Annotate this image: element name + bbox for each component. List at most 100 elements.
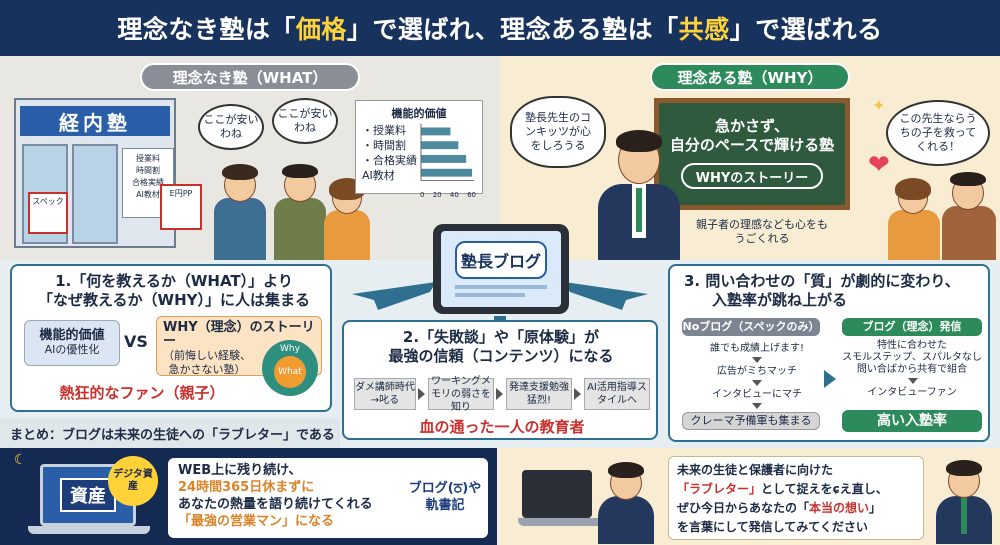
title-part-2: 」で選ばれ、理念ある塾は「 xyxy=(346,15,679,44)
laptop-screen-right xyxy=(522,470,592,518)
speech-bubble-left-1: ここが安いわね xyxy=(198,104,264,150)
asset-message-line: WEB上に残り続け、 xyxy=(178,463,302,478)
blackboard-line: 急かさず、 xyxy=(715,117,789,135)
no-blog-item: 広告がミちマッチ xyxy=(717,366,797,377)
title-highlight-empathy: 共感 xyxy=(678,15,730,44)
parent-right-2-hair xyxy=(950,172,986,186)
bar-schedule xyxy=(420,141,459,150)
blog-item: 問い合ばから共有で組合 xyxy=(856,364,968,375)
tick-label: 0 xyxy=(420,191,425,199)
section-3-title: 3. 問い合わせの「質」が劇的に変わり、 入塾率が跳ね上がる xyxy=(684,272,984,310)
asset-message-line: 「最強の営業マン」になる xyxy=(178,514,335,529)
blog-item: スモルステップ、スパルタなし xyxy=(842,352,982,363)
speech-bubble-teacher: 塾長先生のコンキッツが心をしろうる xyxy=(510,96,606,168)
parent-3-body xyxy=(324,210,370,262)
speech-bubble-text: ここが安いわね xyxy=(203,113,259,140)
love-letter-message: 未来の生徒と保護者に向けた 「ラブレター」として捉えをɕえ直し、 ぜひ今日からあ… xyxy=(668,456,924,540)
section-2-card: 2.「失敗談」や「原体験」が 最強の信頼（コンテンツ）になる ダメ講師時代→叱る… xyxy=(342,320,658,440)
title-highlight-price: 価格 xyxy=(295,15,347,44)
writer-figure xyxy=(518,454,658,544)
blog-side-note: ブログ(ਠ)や 軌書記 xyxy=(408,480,482,514)
bottom-right-panel: 未来の生徒と保護者に向けた 「ラブレター」として捉えをɕえ直し、 ぜひ今日からあ… xyxy=(500,448,1000,545)
love-letter-line: ぜひ今日からあなたの「 xyxy=(677,501,810,515)
down-arrow-icon xyxy=(752,403,762,409)
parent-1-body xyxy=(214,198,266,260)
section-2-title: 2.「失敗談」や「原体験」が 最強の信頼（コンテンツ）になる xyxy=(356,328,646,366)
poster-line: 時間割 xyxy=(136,166,160,175)
blog-label: 塾長ブログ xyxy=(455,241,547,279)
shop-window-right xyxy=(72,144,118,244)
asset-message-line: 24時間365日休まずに xyxy=(178,480,315,495)
functional-value-title: 機能的価値 xyxy=(391,107,447,120)
speech-bubble-parent-right: この先生ならうちの子を救ってくれる！ xyxy=(886,100,990,166)
right-caption: 親子者の理感なども心をもうごくれる xyxy=(696,218,828,245)
tablet-device: 塾長ブログ xyxy=(433,224,569,314)
down-arrow-icon xyxy=(752,357,762,363)
step-arrow-icon xyxy=(496,388,503,400)
why-circle-label: Why xyxy=(280,344,300,354)
no-blog-column: Noブログ（スペックのみ） 誰でも成績上げます! 広告がミちマッチ インタビュー… xyxy=(676,318,826,438)
section-3-title-line: 3. 問い合わせの「質」が劇的に変わり、 xyxy=(684,272,960,290)
love-letter-line: 」 xyxy=(869,501,882,515)
presenter-figure xyxy=(932,454,996,544)
section-2-result: 血の通った一人の教育者 xyxy=(419,418,585,436)
functional-value-label: 機能的価値 xyxy=(39,328,105,343)
laptop-base-right xyxy=(518,518,608,526)
functional-value-ticks: 0 20 40 60 xyxy=(420,191,476,199)
shop-sign: 経内塾 xyxy=(20,106,170,136)
heart-icon: ❤ xyxy=(868,150,890,180)
tablet-text-line xyxy=(455,285,547,289)
summary-text: まとめ：ブログは未来の生徒への「ラブレター」である xyxy=(0,418,340,448)
down-arrow-icon xyxy=(908,378,918,384)
speech-bubble-text: 塾長先生のコンキッツが心をしろうる xyxy=(525,111,591,152)
moon-icon: ☾ xyxy=(14,452,27,468)
speech-bubble-left-2: ここが安いわね xyxy=(272,98,338,144)
price-standboard: E円PP xyxy=(160,184,202,230)
functional-value-item: ・合格実績 xyxy=(362,154,417,167)
presenter-tie xyxy=(961,498,967,534)
love-letter-line: を言葉にして発信してみてください xyxy=(677,520,868,534)
parent-figure-3 xyxy=(322,170,372,262)
love-letter-highlight: 「ラブレター」 xyxy=(677,482,762,496)
love-letter-line: 未来の生徒と保護者に向けた xyxy=(677,463,834,477)
section-1-result: 熱狂的なファン（親子） xyxy=(59,384,225,402)
arrow-right-icon xyxy=(564,282,648,310)
speech-bubble-text: この先生ならうちの子を救ってくれる！ xyxy=(899,112,977,153)
spec-standboard-label: スペック xyxy=(32,197,64,206)
step-arrow-icon xyxy=(574,388,581,400)
arrow-left-icon xyxy=(352,282,436,310)
asset-message: WEB上に残り続け、 24時間365日休まずに あなたの熱量を語り続けてくれる … xyxy=(178,462,408,530)
why-story-box: WHY（理念）のストーリー （前悔しい経験、急かさない塾） xyxy=(156,316,322,376)
story-step-1: ダメ講師時代→叱る xyxy=(354,378,416,410)
section-2-title-line: 最強の信頼（コンテンツ）になる xyxy=(388,347,614,365)
section-2-title-line: 2.「失敗談」や「原体験」が xyxy=(402,328,600,346)
writer-hair xyxy=(608,462,644,478)
bar-ai xyxy=(420,168,473,177)
bar-tuition xyxy=(420,127,451,136)
section-3-title-line: 入塾率が跳ね上がる xyxy=(712,291,848,309)
parent-right-1-body xyxy=(888,210,940,262)
sparkle-icon: ✦ xyxy=(872,96,886,115)
tick-label: 40 xyxy=(449,191,459,199)
tablet-text-line xyxy=(455,293,525,297)
no-blog-title: Noブログ（スペックのみ） xyxy=(682,318,820,336)
right-panel-tag: 理念ある塾（WHY） xyxy=(650,63,850,91)
functional-value-item: ・授業料 xyxy=(362,124,406,137)
why-story-sub: （前悔しい経験、急かさない塾） xyxy=(163,349,251,376)
story-step-2: ワーキングメモリの弱さを知り xyxy=(428,376,494,413)
no-blog-item: 誰でも成績上げます! xyxy=(709,343,804,354)
no-blog-item: インタビューにマチ xyxy=(712,389,802,400)
poster-line: 授業料 xyxy=(136,154,160,163)
blog-item: 特性に合わせた xyxy=(877,340,947,351)
price-standboard-label: E円PP xyxy=(169,189,193,198)
tick-label: 20 xyxy=(432,191,442,199)
parent-figure-right-1 xyxy=(886,170,942,262)
vs-label: VS xyxy=(124,332,148,351)
parent-2-body xyxy=(274,198,326,260)
teacher-hair xyxy=(616,130,662,152)
blackboard: 急かさず、 自分のペースで輝ける塾 WHYのストーリー xyxy=(654,98,850,210)
section-1-title-line: 1.「何を教えるか（WHAT）」より xyxy=(55,272,293,290)
bottom-left-panel: ☾ 資産 デジタ資産 WEB上に残り続け、 24時間365日休まずに あなたの熱… xyxy=(0,448,497,545)
writer-body xyxy=(598,496,654,544)
section-1-title-line: 「なぜ教えるか（WHY）」に人は集まる xyxy=(37,291,310,309)
